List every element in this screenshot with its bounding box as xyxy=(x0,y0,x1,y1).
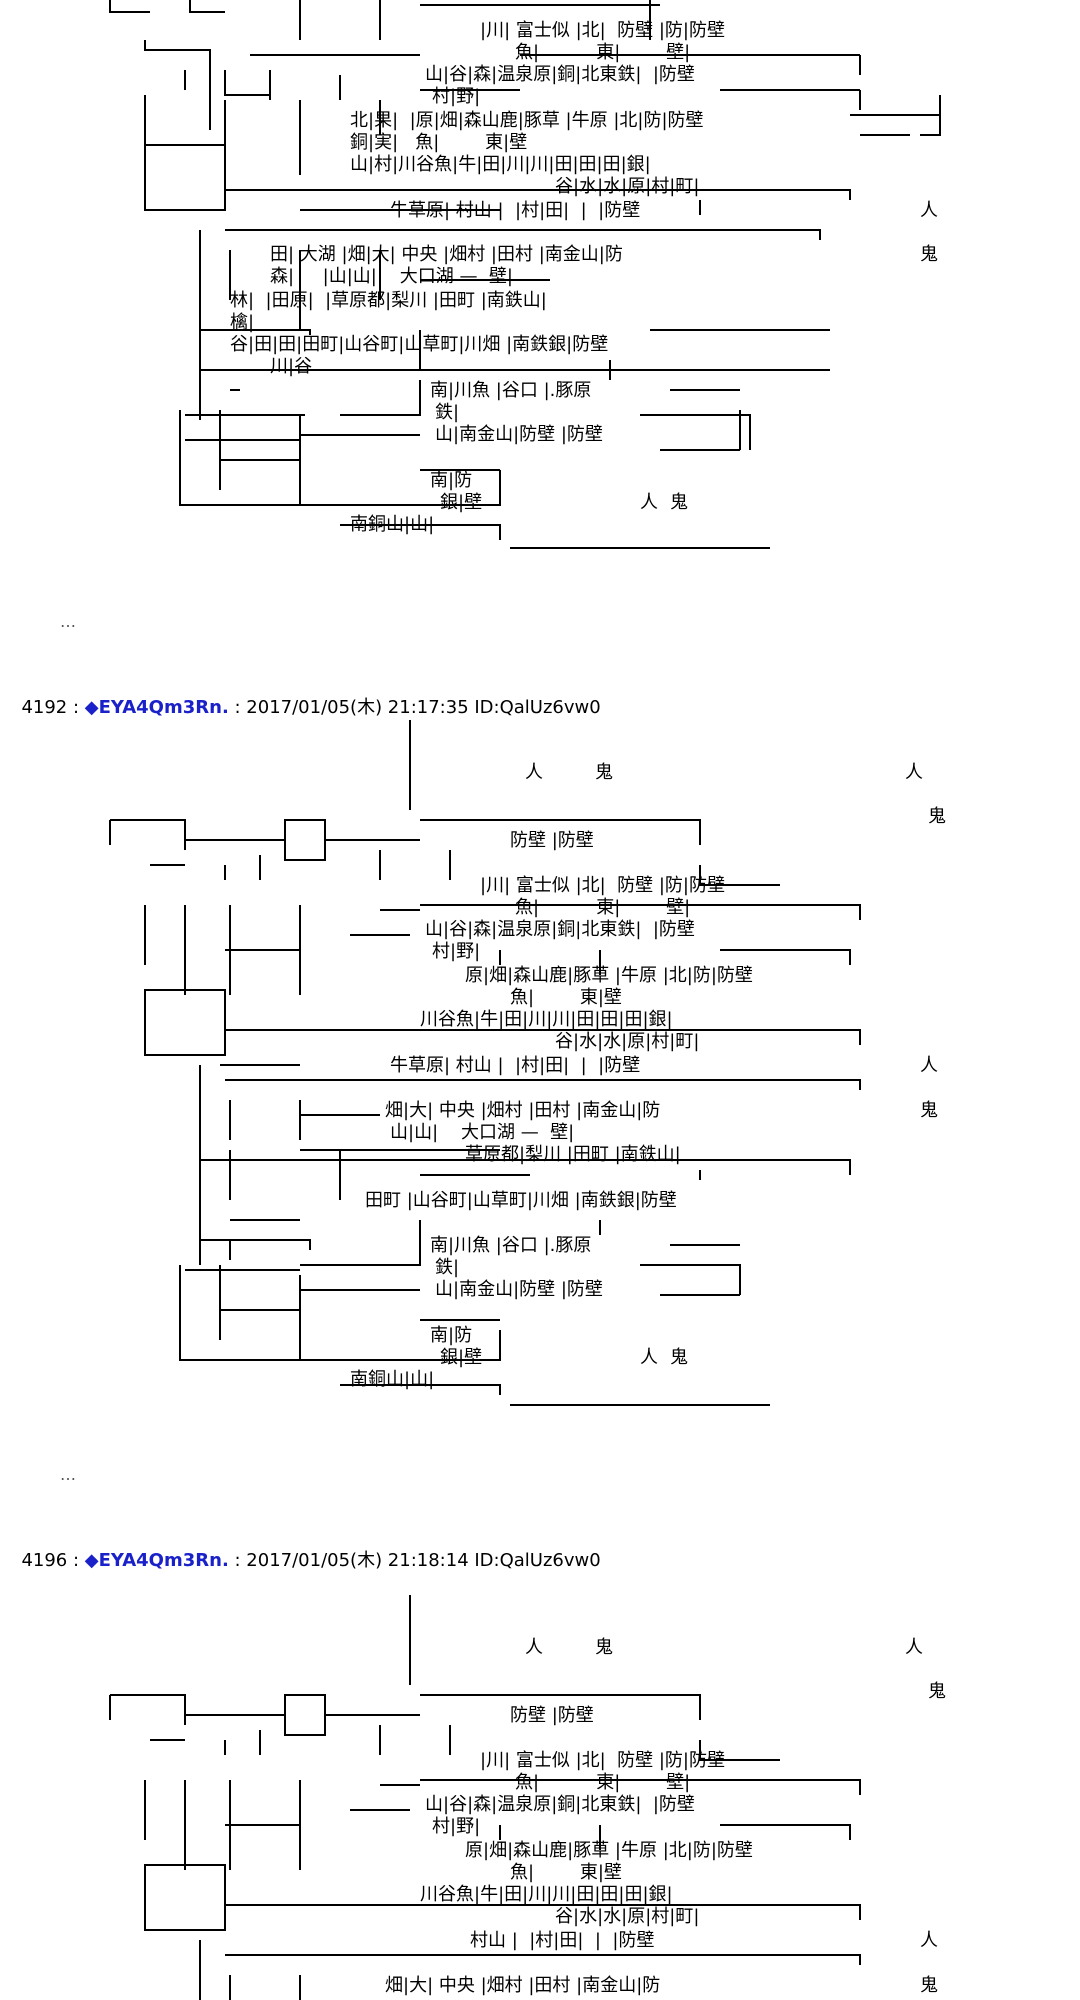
map-2-label: 鬼 xyxy=(928,806,946,827)
map-3-row: 川谷魚|牛|田|川|川|田|田|田|銀| xyxy=(420,1884,673,1905)
map-1-row: 北|果| |原|畑|森山鹿|豚草 |牛原 |北|防|防壁 xyxy=(350,110,704,131)
post-number[interactable]: 4192 xyxy=(21,697,68,718)
ascii-art-map-3: 人 鬼 人 鬼 防壁 |防壁 |川| 富士似 |北| 防壁 |防|防壁 魚| 東… xyxy=(0,1595,1080,2000)
map-3-row: 谷|水|水|原|村|町| xyxy=(555,1906,700,1927)
separator: : xyxy=(228,1550,247,1571)
map-3-row: 原|畑|森山鹿|豚草 |牛原 |北|防|防壁 xyxy=(465,1840,753,1861)
map-2-row: 田町 |山谷町|山草町|川畑 |南鉄銀|防壁 xyxy=(365,1190,677,1211)
map-3-row: 山|谷|森|温泉原|銅|北東鉄| |防壁 xyxy=(425,1794,695,1815)
map-2-row: |川| 富士似 |北| 防壁 |防|防壁 xyxy=(480,875,725,896)
map-3-row: 魚| 東| 壁| xyxy=(515,1772,691,1793)
map-1-lines xyxy=(109,0,941,549)
map-1-row: 川|谷 xyxy=(270,356,313,377)
map-2-label: 人 xyxy=(905,762,923,783)
map-2-label: 鬼 xyxy=(595,762,613,783)
map-3-lines xyxy=(109,1595,861,2000)
map-3-label: 鬼 xyxy=(920,1975,938,1996)
post-number[interactable]: 4196 xyxy=(21,1550,68,1571)
map-2-lines xyxy=(109,720,861,1406)
map-1-row: 山|村|川谷魚|牛|田|川|川|田|田|田|銀| xyxy=(350,154,651,175)
map-1-row: 檎| xyxy=(230,312,255,333)
map-3-row: |川| 富士似 |北| 防壁 |防|防壁 xyxy=(480,1750,725,1771)
map-1-row: 森| |山|山| 大口湖 — 壁| xyxy=(270,266,513,287)
map-2-row: 魚| 東|壁 xyxy=(510,987,622,1008)
map-1-row: 南|川魚 |谷口 |.豚原 xyxy=(430,380,592,401)
separator: : xyxy=(67,697,85,718)
map-2-row: 山|山| 大口湖 — 壁| xyxy=(390,1122,575,1143)
map-2-label: 鬼 xyxy=(670,1347,688,1368)
map-2-label: 人 xyxy=(920,1055,938,1076)
map-1-row: 銀|壁 xyxy=(440,492,483,513)
map-3-label: 鬼 xyxy=(928,1681,946,1702)
map-2-row: 山|南金山|防壁 |防壁 xyxy=(435,1279,603,1300)
map-2-row: 谷|水|水|原|村|町| xyxy=(555,1031,700,1052)
map-1-row: 山|谷|森|温泉原|銅|北東鉄| |防壁 xyxy=(425,64,695,85)
post-meta: 2017/01/05(木) 21:17:35 ID:QalUz6vw0 xyxy=(246,697,601,718)
map-1-row: 谷|田|田|田町|山谷町|山草町|川畑 |南鉄銀|防壁 xyxy=(230,334,609,355)
post-meta: 2017/01/05(木) 21:18:14 ID:QalUz6vw0 xyxy=(246,1550,601,1571)
map-1-label: 人 xyxy=(640,492,658,513)
map-2-label: 鬼 xyxy=(920,1100,938,1121)
map-1-row: 南銅山|山| xyxy=(350,514,435,535)
map-1-row: |川| 富士似 |北| 防壁 |防|防壁 xyxy=(480,20,725,41)
map-1-row: 魚| 東| 壁| xyxy=(515,42,691,63)
map-1-row: 林| |田原| |草原都|梨川 |田町 |南鉄山| xyxy=(230,290,547,311)
map-1-row: 鉄| xyxy=(435,402,460,423)
map-2-row: 村|野| xyxy=(432,941,481,962)
map-3-label: 人 xyxy=(920,1930,938,1951)
map-2-label: 人 xyxy=(525,762,543,783)
map-3-row: 防壁 |防壁 xyxy=(510,1705,594,1726)
map-1-row: 田| 大湖 |畑|大| 中央 |畑村 |田村 |南金山|防 xyxy=(270,244,623,265)
map-2-row: 南銅山|山| xyxy=(350,1369,435,1390)
map-3-label: 人 xyxy=(525,1637,543,1658)
map-2-row: 南|川魚 |谷口 |.豚原 xyxy=(430,1235,592,1256)
map-2-row: 原|畑|森山鹿|豚草 |牛原 |北|防|防壁 xyxy=(465,965,753,986)
map-2-row: 畑|大| 中央 |畑村 |田村 |南金山|防 xyxy=(385,1100,661,1121)
map-2-row: 魚| 東| 壁| xyxy=(515,897,691,918)
map-2-label: 人 xyxy=(640,1347,658,1368)
map-1-label: 鬼 xyxy=(670,492,688,513)
map-3-row: 魚| 東|壁 xyxy=(510,1862,622,1883)
map-2-row: 南|防 xyxy=(430,1325,473,1346)
map-1-label: 鬼 xyxy=(920,244,938,265)
map-1-row: 銅|実| 魚| 東|壁 xyxy=(350,132,528,153)
separator: : xyxy=(228,697,247,718)
map-1-row: 山|南金山|防壁 |防壁 xyxy=(435,424,603,445)
separator: : xyxy=(67,1550,85,1571)
post-header-4196: 4196 : ◆EYA4Qm3Rn. : 2017/01/05(木) 21:18… xyxy=(10,1525,601,1573)
poster-name[interactable]: ◆EYA4Qm3Rn. xyxy=(84,697,229,718)
ascii-art-map-2: 人 鬼 人 鬼 防壁 |防壁 |川| 富士似 |北| 防壁 |防|防壁 魚| 東… xyxy=(0,720,1080,1420)
map-1-row: 南|防 xyxy=(430,470,473,491)
ascii-art-map-1: |川| 富士似 |北| 防壁 |防|防壁 魚| 東| 壁| 山|谷|森|温泉原|… xyxy=(0,0,1080,560)
map-2-row: 防壁 |防壁 xyxy=(510,830,594,851)
map-2-row: 川谷魚|牛|田|川|川|田|田|田|銀| xyxy=(420,1009,673,1030)
map-3-label: 人 xyxy=(905,1637,923,1658)
map-2-row: 草原都|梨川 |田町 |南鉄山| xyxy=(465,1144,681,1165)
poster-name[interactable]: ◆EYA4Qm3Rn. xyxy=(84,1550,229,1571)
post-header-4192: 4192 : ◆EYA4Qm3Rn. : 2017/01/05(木) 21:17… xyxy=(10,672,601,720)
map-3-label: 鬼 xyxy=(595,1637,613,1658)
map-1-label: 人 xyxy=(920,200,938,221)
map-2-row: 鉄| xyxy=(435,1257,460,1278)
ellipsis-1: … xyxy=(60,612,76,631)
map-1-row: 谷|水|水|原|村|町| xyxy=(555,176,700,197)
map-3-row: 村|野| xyxy=(432,1816,481,1837)
map-3-row: 村山 | |村|田| | |防壁 xyxy=(470,1930,655,1951)
map-1-row: 村|野| xyxy=(432,86,481,107)
ellipsis-2: … xyxy=(60,1465,76,1484)
map-2-row: 銀|壁 xyxy=(440,1347,483,1368)
map-3-row: 畑|大| 中央 |畑村 |田村 |南金山|防 xyxy=(385,1975,661,1996)
map-2-row: 山|谷|森|温泉原|銅|北東鉄| |防壁 xyxy=(425,919,695,940)
map-1-row: 牛草原| 村山 | |村|田| | |防壁 xyxy=(390,200,641,221)
map-2-row: 牛草原| 村山 | |村|田| | |防壁 xyxy=(390,1055,641,1076)
